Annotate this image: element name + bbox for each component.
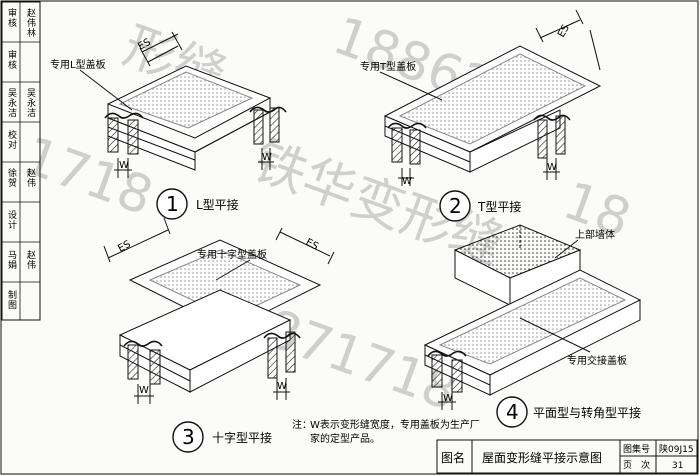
side-panel: 审核 赵伟林 审核 吴永洁 吴永洁 校对 徐贺 赵伟 设计 马娟 赵伟 制图 — [1, 1, 41, 321]
detail-3-cover-label: 专用十字型盖板 — [197, 248, 267, 261]
detail-1-number: 1 — [156, 188, 188, 220]
title-block — [436, 439, 698, 474]
detail-2-caption: T型平接 — [477, 199, 521, 214]
detail-2-cover-label: 专用T型盖板 — [360, 60, 416, 73]
detail-2-w-label: W — [402, 176, 412, 187]
svg-text:4: 4 — [506, 400, 519, 424]
detail-3-w-label: W — [277, 381, 287, 392]
detail-1-drawing — [79, 31, 287, 178]
detail-3-caption: 十字型平接 — [212, 430, 272, 445]
svg-text:2: 2 — [449, 194, 462, 218]
side-label: 校对 — [6, 129, 17, 150]
detail-1-es-label: ES — [136, 37, 152, 53]
atlas-number: 陕09J15 — [659, 443, 694, 455]
detail-4-number: 4 — [496, 396, 528, 428]
detail-4-drawing — [423, 224, 642, 410]
side-label: 审核 — [6, 49, 17, 70]
side-label: 制图 — [6, 289, 17, 310]
detail-1-w-label: W — [262, 152, 272, 163]
detail-2-es-label: ES — [556, 23, 572, 39]
detail-2-drawing — [379, 9, 602, 186]
side-label: 徐贺 — [6, 167, 17, 188]
side-label: 设计 — [6, 210, 17, 230]
side-label: 吴永洁 — [6, 88, 17, 118]
detail-1-cover-label: 专用L型盖板 — [50, 58, 106, 71]
note: 注： W表示变形缝宽度，专用盖板为生产厂 家的定型产品。 — [292, 418, 480, 445]
title-name-label: 图名 — [441, 450, 465, 465]
detail-4-caption: 平面型与转角型平接 — [533, 405, 641, 420]
side-signature: 赵伟 — [25, 249, 36, 270]
detail-3-es-label: ES — [304, 237, 320, 253]
side-signature: 赵伟 — [25, 167, 36, 188]
page-label: 页 次 — [623, 459, 650, 471]
detail-3-w-label: W — [139, 385, 149, 396]
side-signature: 吴永洁 — [25, 88, 36, 118]
side-signature: 赵伟林 — [25, 7, 36, 38]
detail-2-w-label: W — [547, 162, 557, 173]
svg-text:1: 1 — [166, 192, 179, 216]
detail-1-caption: L型平接 — [196, 197, 239, 212]
note-prefix: 注： — [292, 418, 312, 431]
detail-3-es-label: ES — [116, 239, 132, 255]
detail-4-cover-label: 专用交接盖板 — [567, 354, 627, 367]
note-line: W表示变形缝宽度，专用盖板为生产厂 — [310, 418, 480, 431]
detail-1-w-label: W — [119, 160, 129, 171]
detail-3-drawing — [103, 217, 335, 404]
atlas-label: 图集号 — [623, 443, 650, 455]
side-label: 马娟 — [6, 250, 17, 270]
detail-4-w-label: W — [443, 393, 453, 404]
detail-4-wall-label: 上部墙体 — [575, 228, 615, 241]
detail-2-number: 2 — [439, 190, 471, 222]
svg-text:3: 3 — [182, 425, 195, 449]
note-line: 家的定型产品。 — [310, 432, 380, 445]
side-label: 审核 — [6, 7, 17, 28]
drawing-title: 屋面变形缝平接示意图 — [482, 450, 602, 465]
detail-3-number: 3 — [172, 421, 204, 453]
page-number: 31 — [672, 461, 683, 471]
